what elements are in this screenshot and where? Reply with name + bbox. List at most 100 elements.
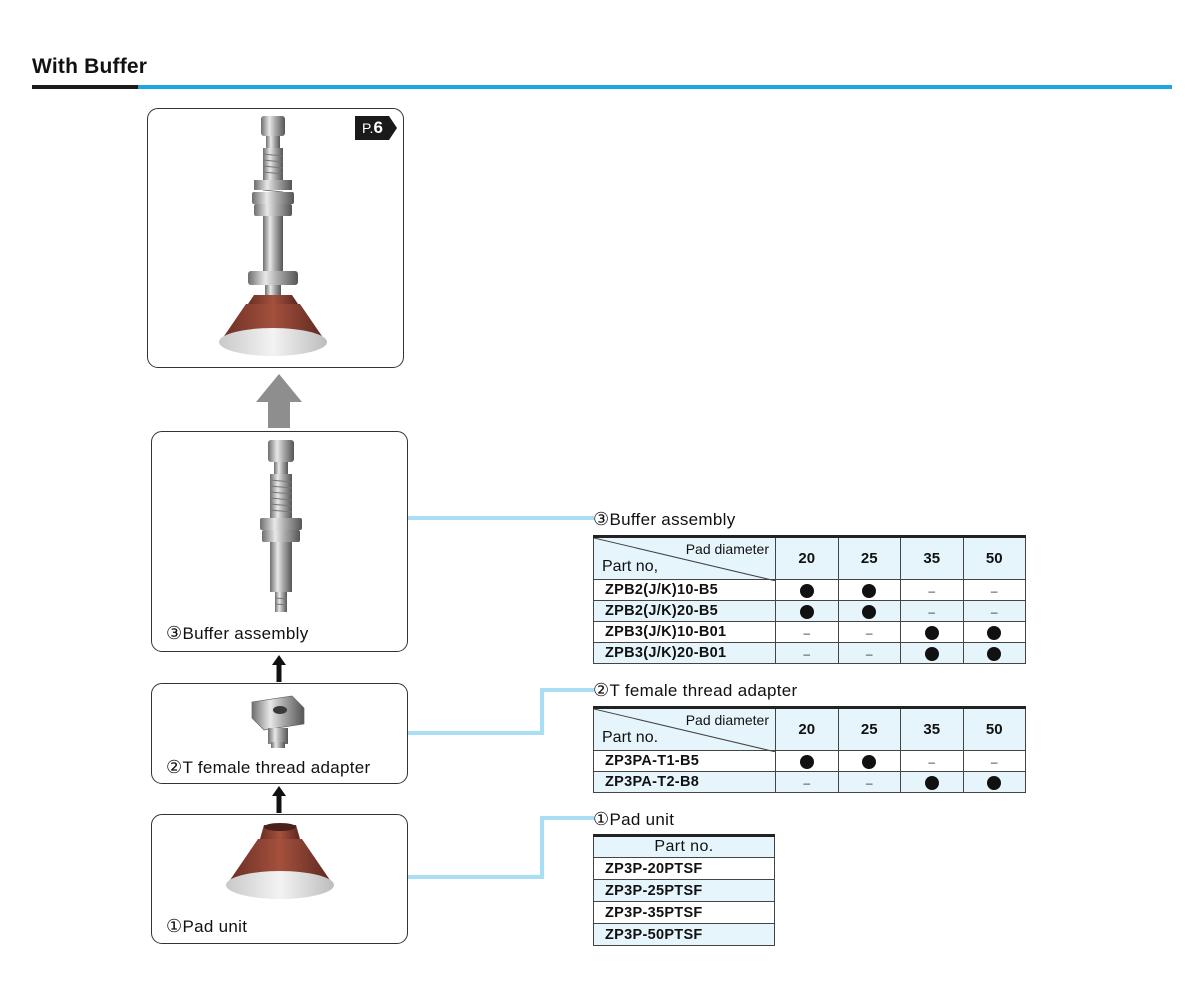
availability-cell [962,771,1026,793]
table-row: ZP3PA-T2-B8 – – [593,771,1026,793]
availability-cell: – [775,642,839,664]
part-number: ZP3P-20PTSF [593,857,775,880]
availability-cell [837,600,901,622]
pad-table-header: Part no. [593,835,775,858]
pad-connector-h2 [540,816,594,820]
part-number: ZP3PA-T1-B5 [593,750,776,772]
availability-cell [962,642,1026,664]
section-title: With Buffer [32,55,148,78]
pad-unit-number: ① [166,916,183,936]
available-dot [987,647,1002,662]
buffer-col-header: 35 [900,536,964,580]
availability-cell: – [962,750,1026,772]
adapter-image [251,695,305,748]
pad-unit-label: Pad unit [182,917,248,936]
availability-cell [775,750,839,772]
adapter-header-part-no: Part no. [602,729,659,746]
adapter-col-header: 35 [900,707,964,751]
table-row: ZP3PA-T1-B5 – – [593,750,1026,772]
not-available-dash: – [990,605,998,619]
availability-cell [962,621,1026,643]
availability-cell: – [837,771,901,793]
adapter-number: ② [166,757,183,777]
table-row: ZPB2(J/K)20-B5 – – [593,600,1026,622]
part-number: ZPB3(J/K)20-B01 [593,642,776,664]
part-number: ZP3P-50PTSF [593,923,775,946]
adapter-label: T female thread adapter [182,758,371,777]
part-number: ZPB2(J/K)20-B5 [593,600,776,622]
part-number: ZP3P-35PTSF [593,901,775,924]
complete-assembly-box: P.6 [147,108,404,368]
pad-connector-v [540,816,544,879]
adapter-connector-v [540,688,544,735]
buffer-header-pad-diameter: Pad diameter [685,541,769,557]
available-dot [987,626,1002,641]
buffer-col-header: 25 [837,536,901,580]
not-available-dash: – [865,626,873,640]
availability-cell [837,750,901,772]
pad-unit-box: ①Pad unit [151,814,408,944]
pad-unit-image [226,823,334,899]
pad-table-number: ① [593,809,610,829]
part-number: ZP3P-25PTSF [593,879,775,902]
page-ref-number: 6 [373,118,383,137]
availability-cell: – [900,579,964,601]
available-dot [799,584,814,599]
available-dot [987,776,1002,791]
availability-cell: – [775,621,839,643]
not-available-dash: – [990,755,998,769]
table-row: ZPB2(J/K)10-B5 – – [593,579,1026,601]
adapter-col-header: 20 [775,707,839,751]
adapter-col-header: 50 [962,707,1026,751]
part-number: ZP3PA-T2-B8 [593,771,776,793]
title-rule-blue [138,85,1172,89]
adapter-col-header: 25 [837,707,901,751]
title-rule-dark [32,85,138,89]
pad-unit-table: Part no. ZP3P-20PTSF ZP3P-25PTSF ZP3P-35… [593,834,775,946]
pad-connector-h1 [408,875,544,879]
buffer-table-caption: Buffer assembly [609,510,736,529]
adapter-box: ②T female thread adapter [151,683,408,784]
pad-to-adapter-arrow [272,786,286,813]
table-row: ZPB3(J/K)20-B01 – – [593,642,1026,664]
table-row: ZP3P-50PTSF [593,923,775,946]
table-row: ZP3P-20PTSF [593,857,775,880]
buffer-assembly-table: Pad diameter Part no, 20 25 35 50 ZPB2(J… [593,535,1026,664]
not-available-dash: – [803,626,811,640]
part-number: ZPB3(J/K)10-B01 [593,621,776,643]
not-available-dash: – [803,776,811,790]
adapter-header-pad-diameter: Pad diameter [685,712,769,728]
adapter-to-buffer-arrow [272,655,286,682]
adapter-table-number: ② [593,680,610,700]
available-dot [799,755,814,770]
not-available-dash: – [865,776,873,790]
availability-cell: – [775,771,839,793]
available-dot [924,647,939,662]
not-available-dash: – [928,605,936,619]
availability-cell: – [962,600,1026,622]
page-reference-badge[interactable]: P.6 [355,116,397,140]
available-dot [924,776,939,791]
availability-cell: – [900,600,964,622]
availability-cell [837,579,901,601]
pad-table-caption: Pad unit [609,810,675,829]
availability-cell [775,579,839,601]
availability-cell [775,600,839,622]
page-ref-prefix: P. [362,120,374,136]
not-available-dash: – [803,647,811,661]
table-row: ZP3P-35PTSF [593,901,775,924]
buffer-assembly-box: ③Buffer assembly [151,431,408,652]
available-dot [862,755,877,770]
available-dot [862,584,877,599]
availability-cell: – [962,579,1026,601]
availability-cell: – [837,642,901,664]
assembly-up-arrow [256,374,302,428]
availability-cell: – [900,750,964,772]
buffer-assembly-number: ③ [166,623,183,643]
buffer-header-part-no: Part no, [602,558,659,575]
not-available-dash: – [990,584,998,598]
buffer-assembly-image [260,440,302,612]
buffer-assembly-label: Buffer assembly [182,624,309,643]
availability-cell [900,771,964,793]
buffer-col-header: 50 [962,536,1026,580]
